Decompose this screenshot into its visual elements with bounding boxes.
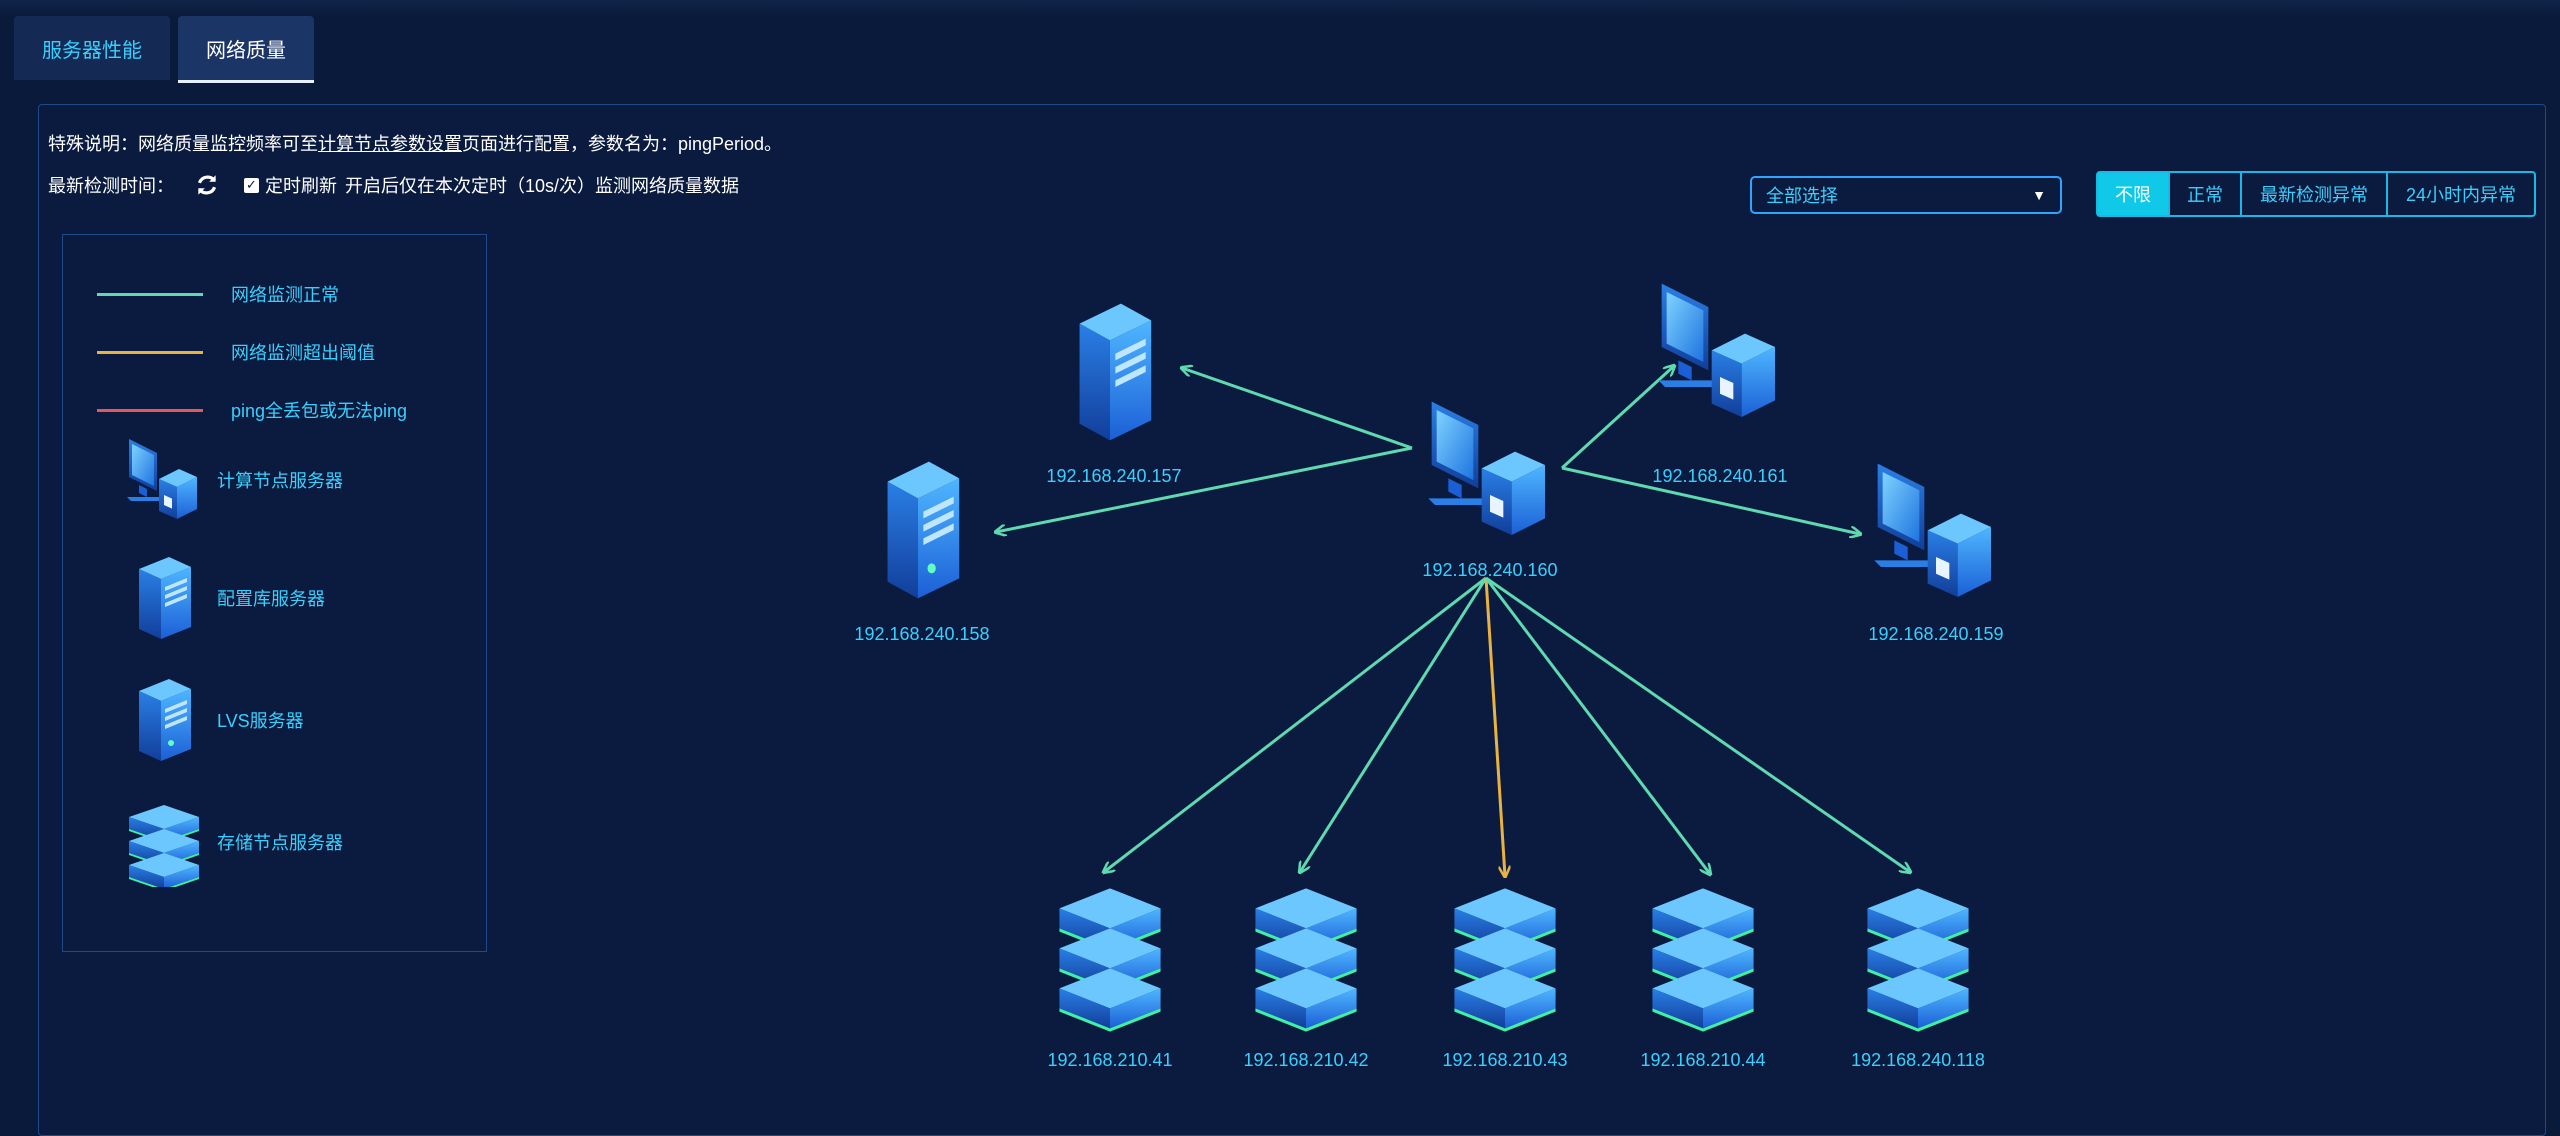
edge-n160-s42 <box>1300 577 1488 872</box>
node-ip-label: 192.168.210.44 <box>1640 1050 1766 1070</box>
note-suffix: 页面进行配置，参数名为：pingPeriod。 <box>462 134 783 154</box>
last-detect-label: 最新检测时间： <box>48 176 174 196</box>
node-n160-compute-icon[interactable] <box>1428 401 1545 535</box>
legend-storage-label: 存储节点服务器 <box>217 833 343 853</box>
node-n158-lvs-icon[interactable] <box>887 461 960 599</box>
node-n161-compute-icon[interactable] <box>1658 283 1775 417</box>
legend-fail-line <box>97 408 203 412</box>
node-ip-label: 192.168.240.161 <box>1652 466 1788 486</box>
auto-refresh-checkbox[interactable]: ✓ <box>244 177 259 193</box>
compute-node-settings-link[interactable]: 计算节点参数设置 <box>318 134 462 154</box>
legend-fail: ping全丢包或无法ping <box>63 397 407 423</box>
edge-n160-s41 <box>1104 576 1487 872</box>
edge-n160-s43 <box>1484 577 1505 876</box>
legend-normal-line <box>97 292 203 296</box>
legend-threshold-line <box>97 350 203 354</box>
compute-node-icon <box>127 439 197 519</box>
node-s44-storage-icon[interactable] <box>1652 888 1754 1032</box>
special-note: 特殊说明：网络质量监控频率可至计算节点参数设置页面进行配置，参数名为：pingP… <box>48 130 782 156</box>
legend-lvs: LVS服务器 <box>63 675 304 765</box>
node-n157-config-icon[interactable] <box>1079 303 1152 441</box>
top-band <box>0 0 2560 16</box>
legend-threshold-label: 网络监测超出阈值 <box>231 343 375 363</box>
node-s41-storage-icon[interactable] <box>1059 888 1161 1032</box>
node-select-value: 全部选择 <box>1766 186 1838 206</box>
node-ip-label: 192.168.240.158 <box>854 624 990 644</box>
node-ip-label: 192.168.240.157 <box>1046 466 1182 486</box>
node-select[interactable]: 全部选择 ▼ <box>1750 176 2062 214</box>
filter-24h-abnormal-button[interactable]: 24小时内异常 <box>2386 173 2534 215</box>
filter-normal-button[interactable]: 正常 <box>2168 173 2240 215</box>
legend-normal: 网络监测正常 <box>63 281 339 307</box>
legend-config: 配置库服务器 <box>63 553 325 643</box>
node-s43-storage-icon[interactable] <box>1454 888 1556 1032</box>
node-s118-storage-icon[interactable] <box>1867 888 1969 1032</box>
status-filter-group: 不限 正常 最新检测异常 24小时内异常 <box>2096 171 2536 217</box>
node-ip-label: 192.168.240.160 <box>1422 560 1558 580</box>
tab-network-quality[interactable]: 网络质量 <box>178 16 314 83</box>
edge-n160-n158 <box>996 446 1413 532</box>
detection-row: 最新检测时间： ✓ 定时刷新 开启后仅在本次定时（10s/次）监测网络质量数据 <box>48 172 739 198</box>
legend-normal-label: 网络监测正常 <box>231 285 339 305</box>
legend-panel: 网络监测正常 网络监测超出阈值 ping全丢包或无法ping 计算节点服务器 <box>62 234 487 952</box>
auto-refresh-label: 定时刷新 <box>265 176 337 196</box>
node-ip-label: 192.168.240.118 <box>1851 1050 1985 1070</box>
edge-n160-n161 <box>1560 366 1674 470</box>
legend-fail-label: ping全丢包或无法ping <box>231 401 408 421</box>
edge-n160-s44 <box>1484 577 1710 874</box>
node-ip-label: 192.168.210.41 <box>1047 1050 1173 1070</box>
legend-config-label: 配置库服务器 <box>217 589 325 609</box>
legend-storage: 存储节点服务器 <box>63 797 343 887</box>
filter-latest-abnormal-button[interactable]: 最新检测异常 <box>2240 173 2386 215</box>
filter-all-button[interactable]: 不限 <box>2098 173 2168 215</box>
edge-n160-n159 <box>1561 466 1860 534</box>
config-db-server-icon <box>139 557 191 639</box>
storage-node-icon <box>129 805 199 887</box>
legend-compute-label: 计算节点服务器 <box>217 471 343 491</box>
edge-n160-s118 <box>1485 576 1910 872</box>
node-s42-storage-icon[interactable] <box>1255 888 1357 1032</box>
auto-refresh-desc: 开启后仅在本次定时（10s/次）监测网络质量数据 <box>345 176 740 196</box>
node-ip-label: 192.168.240.159 <box>1868 624 2004 644</box>
legend-lvs-label: LVS服务器 <box>217 711 304 731</box>
node-ip-label: 192.168.210.43 <box>1442 1050 1568 1070</box>
tab-server-performance[interactable]: 服务器性能 <box>14 16 170 80</box>
chevron-down-icon: ▼ <box>2032 187 2046 203</box>
note-prefix: 特殊说明：网络质量监控频率可至 <box>48 134 318 154</box>
node-ip-label: 192.168.210.42 <box>1243 1050 1369 1070</box>
legend-compute: 计算节点服务器 <box>63 435 343 525</box>
legend-threshold: 网络监测超出阈值 <box>63 339 375 365</box>
refresh-icon[interactable] <box>194 172 220 198</box>
tab-bar: 服务器性能 网络质量 <box>14 16 314 83</box>
lvs-server-icon <box>139 679 191 761</box>
edge-n160-n157 <box>1182 368 1413 450</box>
node-n159-compute-icon[interactable] <box>1874 463 1991 597</box>
